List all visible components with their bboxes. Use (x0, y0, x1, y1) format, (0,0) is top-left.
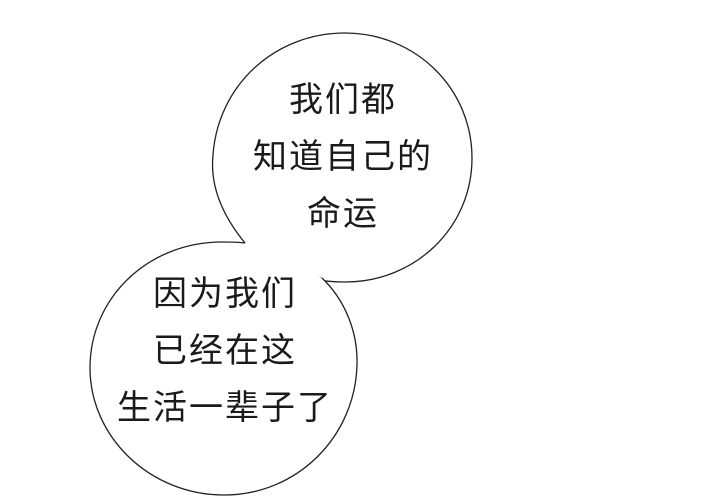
bubble-line: 已经在这 (153, 331, 297, 371)
speech-bubble-bottom-outline (89, 241, 358, 496)
bubble-line: 因为我们 (153, 274, 297, 314)
bubble-line: 命运 (307, 194, 379, 234)
speech-bubble-bottom-text: 因为我们 已经在这 生活一辈子了 (100, 266, 350, 437)
bubble-line: 我们都 (289, 80, 397, 120)
speech-bubble-top-outline (211, 32, 473, 283)
speech-bubble-top-text: 我们都 知道自己的 命运 (232, 72, 454, 243)
bubble-line: 知道自己的 (253, 137, 433, 177)
bubble-line: 生活一辈子了 (117, 388, 333, 428)
